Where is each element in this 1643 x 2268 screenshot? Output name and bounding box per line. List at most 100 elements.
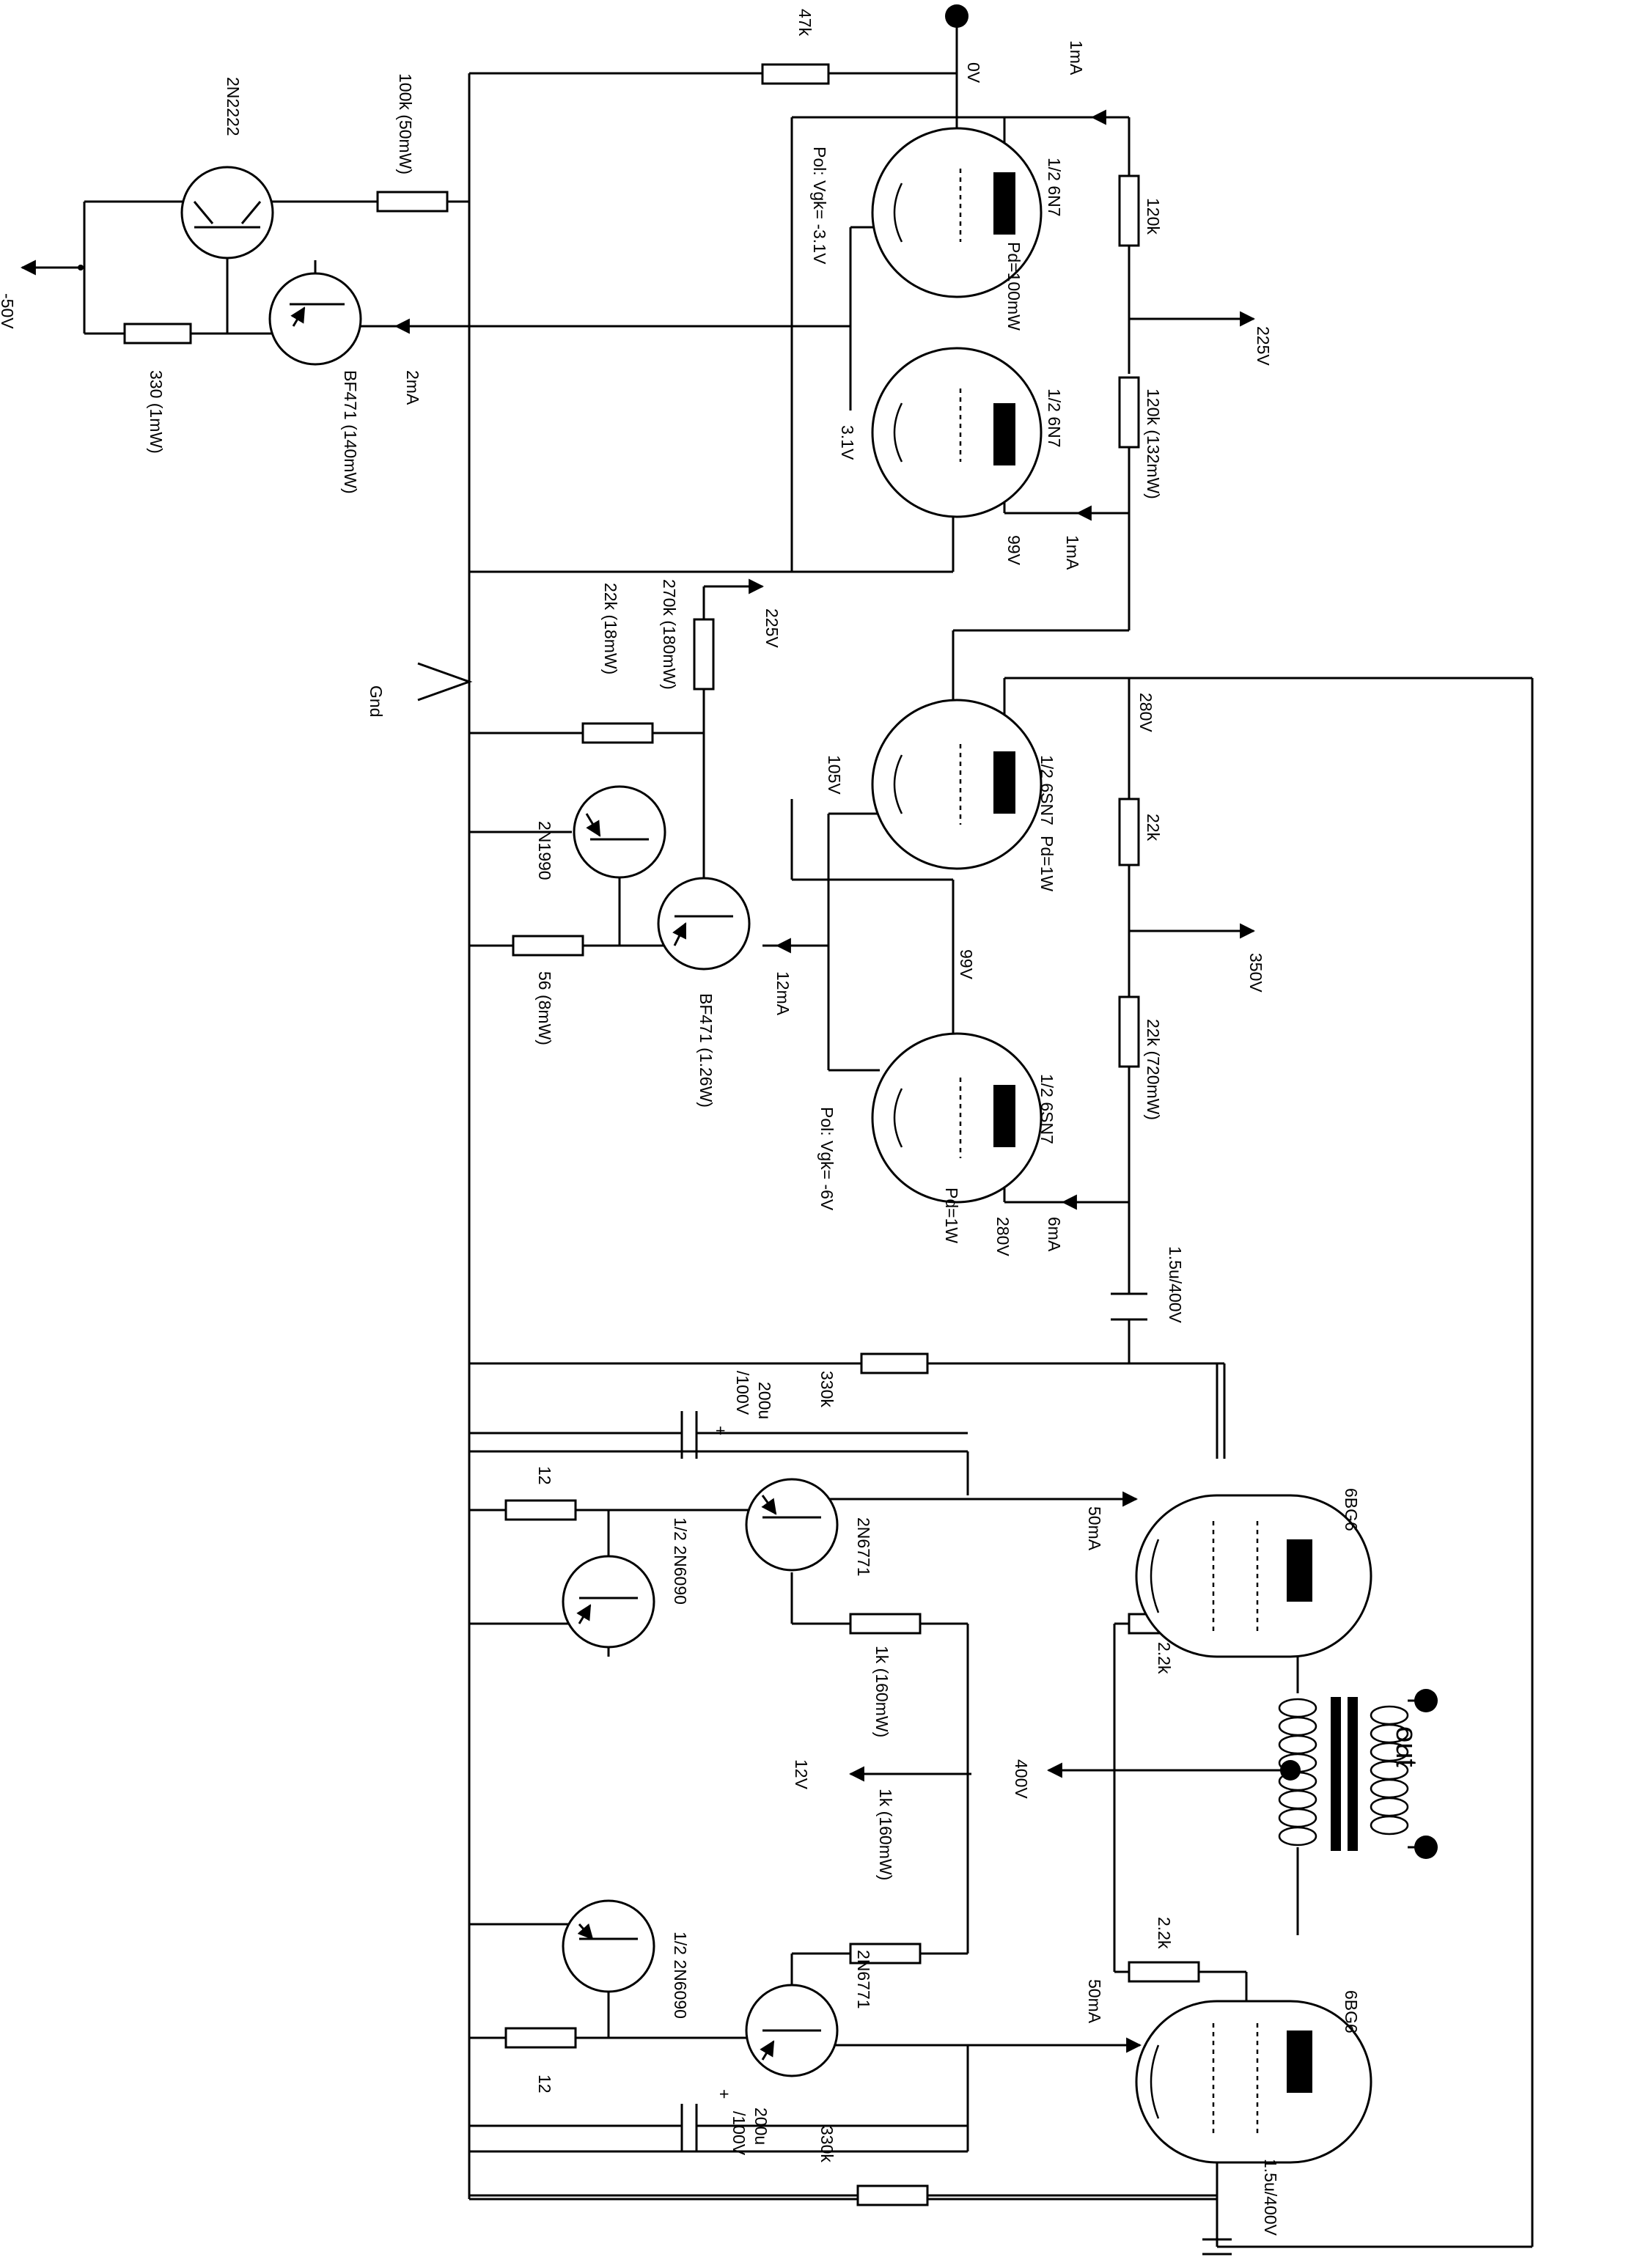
label-out: out [1390, 1726, 1422, 1767]
resistor-12-b [504, 2027, 577, 2049]
label-400v: 400V [1012, 1759, 1031, 1799]
label-pd1w-a: Pd=1W [1037, 836, 1056, 891]
label-pd1w-b: Pd=1W [942, 1188, 961, 1243]
transistor-2n6090-b [562, 1899, 655, 1993]
tube-6bg6-upper [1135, 1494, 1372, 1658]
resistor-120k-a [1118, 174, 1140, 247]
transistor-2n1990 [573, 785, 666, 879]
capacitor-1-5u-b [1202, 2238, 1232, 2256]
label-120k-b: 120k (132mW) [1144, 389, 1163, 499]
resistors [123, 63, 1200, 2206]
label-330k-b: 330k [817, 2126, 837, 2162]
label-pd100: Pd=100mW [1004, 242, 1023, 331]
label-270k: 270k (180mW) [660, 579, 679, 690]
transistor-2n2222 [180, 166, 274, 259]
label-bf471-b: BF471 (1.26W) [696, 993, 716, 1108]
label-50ma-b: 50mA [1085, 1979, 1104, 2024]
resistor-22k-18mw [581, 722, 654, 744]
transistor-2n6090-a [562, 1555, 655, 1649]
label-1ma-b: 1mA [1063, 535, 1082, 570]
label-120k-a: 120k [1144, 198, 1163, 235]
label-22k: 22k [1144, 814, 1163, 842]
resistor-330k-a [860, 1352, 929, 1374]
resistor-330k-b [856, 2184, 929, 2206]
tube-6sn7-lower [871, 1032, 1043, 1204]
tube-6bg6-lower [1135, 2000, 1372, 2164]
label-12v: 12V [792, 1759, 811, 1790]
label-top-0v: 0V [964, 62, 983, 84]
output-transformer [1278, 1697, 1409, 1851]
label-12ma: 12mA [773, 971, 793, 1016]
label-280v-b: 280V [993, 1217, 1012, 1256]
label-1k-b: 1k (160mW) [876, 1789, 895, 1880]
label-6bg6-a: 6BG6 [1342, 1488, 1361, 1531]
terminals [78, 4, 1438, 1859]
label-2n6771-a: 2N6771 [854, 1517, 873, 1577]
label-2n6771-b: 2N6771 [854, 1950, 873, 2009]
label-22k-18: 22k (18mW) [601, 583, 620, 674]
top-terminal [945, 4, 968, 28]
tube-6n7-lower [871, 347, 1043, 518]
label-2n1990: 2N1990 [535, 821, 554, 880]
label-plus-b: + [715, 2089, 734, 2099]
tube-6n7-upper [871, 127, 1043, 298]
capacitors [469, 1292, 1232, 2256]
label-top-1ma: 1mA [1067, 40, 1086, 76]
label-2n6090-a: 1/2 2N6090 [671, 1517, 690, 1605]
label-pol1: Pol: Vgk= -3.1V [810, 147, 829, 265]
label-47k: 47k [795, 9, 815, 37]
label-2ma: 2mA [403, 370, 422, 405]
transistor-2n6771-a [745, 1478, 839, 1572]
label-pol2: Pol: Vgk= -6V [817, 1107, 837, 1211]
label-105v: 105V [825, 755, 844, 795]
label-gnd: Gnd [367, 685, 386, 717]
label-50ma-a: 50mA [1085, 1506, 1104, 1551]
label-plus-a: + [711, 1426, 730, 1435]
label-200u-a1: 200u [755, 1382, 774, 1419]
label-bf471-a: BF471 (140mW) [341, 370, 360, 494]
label-2n2222: 2N2222 [224, 77, 243, 136]
label-12-b: 12 [535, 2074, 554, 2094]
tubes [871, 127, 1372, 2164]
resistor-12-a [504, 1499, 577, 1521]
label-225v-right: 225V [1254, 326, 1273, 366]
label-22k-720: 22k (720mW) [1144, 1019, 1163, 1120]
resistor-47k [761, 63, 830, 85]
label-c15-a: 1.5u/400V [1166, 1246, 1185, 1324]
label-6ma: 6mA [1045, 1217, 1064, 1252]
transistors [180, 166, 839, 2077]
resistor-270k [693, 618, 715, 691]
resistor-100k [376, 191, 449, 213]
label-2k2-b: 2.2k [1155, 1917, 1174, 1949]
capacitor-200u-b [469, 2104, 968, 2151]
label-56: 56 (8mW) [535, 971, 554, 1045]
resistor-1k-a [849, 1613, 922, 1635]
label-3v1: 3.1V [838, 425, 857, 460]
label-6sn7-a: 1/2 6SN7 [1037, 755, 1056, 825]
label-200u-b1: 200u [751, 2107, 771, 2145]
resistor-330 [123, 323, 192, 345]
wires [20, 16, 1534, 2248]
labels: 47k 0V 1mA 100k (50mW) 2N2222 -50V 330 (… [0, 9, 1422, 2236]
label-350v: 350V [1246, 953, 1265, 993]
label-330k-a: 330k [817, 1371, 837, 1407]
out-terminal-a [1414, 1689, 1438, 1712]
resistor-22k-720mw [1118, 995, 1140, 1068]
label-6bg6-b: 6BG6 [1342, 1990, 1361, 2033]
label-225v-mid: 225V [762, 608, 782, 648]
label-6n7-a: 1/2 6N7 [1045, 158, 1064, 217]
arrows [394, 109, 1290, 2053]
label-neg50v: -50V [0, 293, 17, 329]
resistor-56 [512, 935, 584, 957]
transistor-bf471-b [657, 877, 751, 971]
label-200u-b2: /100V [729, 2111, 749, 2156]
label-6n7-b: 1/2 6N7 [1045, 389, 1064, 448]
label-2k2-a: 2.2k [1155, 1642, 1174, 1674]
label-c15-b: 1.5u/400V [1261, 2159, 1280, 2236]
label-6sn7-b: 1/2 6SN7 [1037, 1074, 1056, 1144]
tube-6sn7-upper [871, 699, 1043, 870]
transistor-2n6771-b [745, 1984, 839, 2077]
resistor-2k2-b [1128, 1961, 1200, 1983]
resistor-1k-b [849, 1943, 922, 1965]
label-280v-top: 280V [1136, 693, 1155, 732]
